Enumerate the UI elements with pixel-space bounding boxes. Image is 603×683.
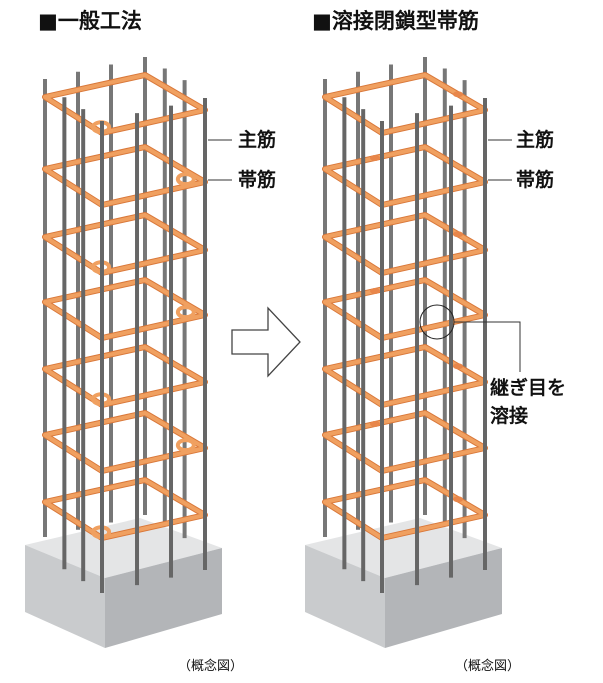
hoop-outline (322, 410, 488, 474)
hoop-outline (42, 344, 208, 408)
concrete-base-right (385, 548, 502, 648)
right-main-bar-label: 主筋 (516, 129, 555, 151)
concrete-base-right (105, 548, 222, 648)
weld-joint (370, 288, 380, 294)
hoop (43, 213, 207, 275)
hoop-outline (322, 72, 488, 136)
hoop (323, 73, 487, 135)
hoop (323, 213, 487, 275)
left-main-bar-label: 主筋 (238, 129, 277, 151)
weld-leader (454, 321, 521, 372)
weld-joint (370, 421, 380, 427)
hoop-outline (322, 344, 488, 408)
hoop (323, 345, 487, 407)
hoop-outline (322, 277, 488, 341)
hoop (43, 345, 207, 407)
hook-end (175, 305, 196, 320)
weld-joint (453, 91, 463, 98)
hoop-outline (322, 212, 488, 276)
hoop (323, 278, 487, 340)
weld-joint (453, 496, 463, 503)
hoop-outline (42, 212, 208, 276)
hoop (43, 73, 207, 135)
left-caption: （概念図） (178, 659, 244, 674)
hoop-outline (42, 72, 208, 136)
weld-label-line1: 継ぎ目を (490, 377, 567, 399)
weld-label-line2: 溶接 (490, 405, 529, 427)
right-title: ■溶接閉鎖型帯筋 (312, 9, 479, 33)
right-caption: （概念図） (455, 659, 521, 674)
weld-joint (453, 231, 463, 238)
hook-end (175, 172, 196, 187)
left-hoop-label: 帯筋 (238, 169, 277, 191)
right-hoop-label: 帯筋 (516, 169, 555, 191)
hoop-outline (322, 144, 488, 208)
arrow-right-icon (231, 306, 301, 378)
weld-joint (370, 155, 380, 161)
left-title: ■一般工法 (38, 9, 142, 33)
hoop (323, 145, 487, 207)
hook-end (175, 438, 196, 453)
hoop (323, 411, 487, 473)
weld-joint (453, 363, 463, 370)
